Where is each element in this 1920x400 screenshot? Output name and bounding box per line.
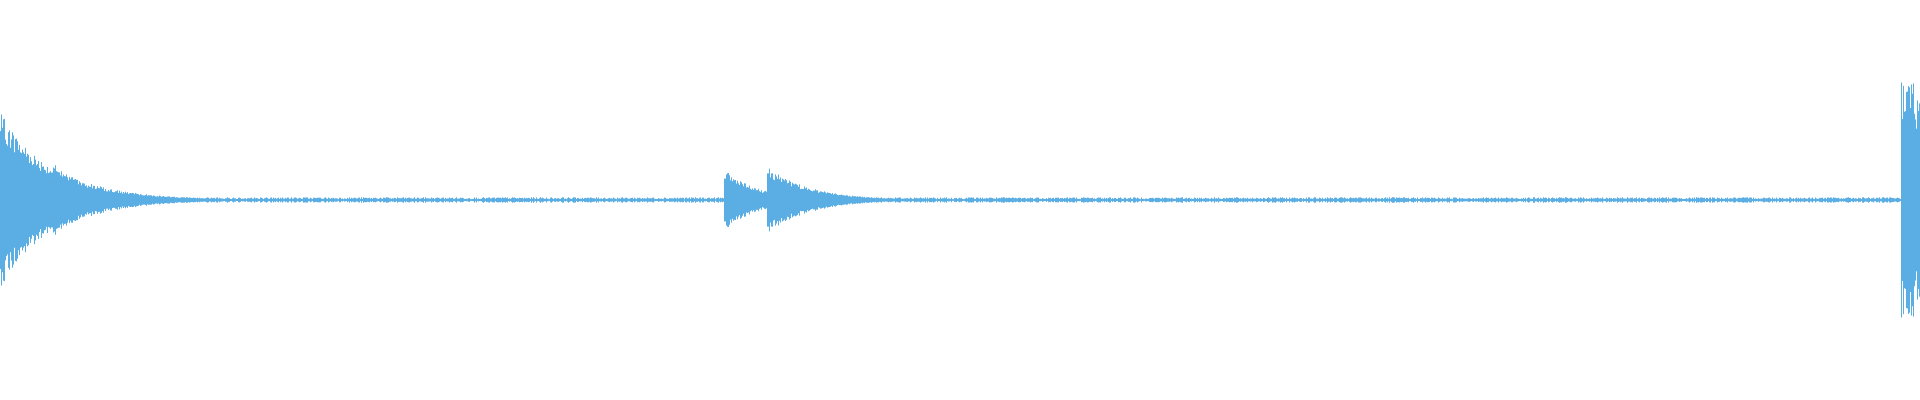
waveform-envelope bbox=[0, 82, 1920, 318]
